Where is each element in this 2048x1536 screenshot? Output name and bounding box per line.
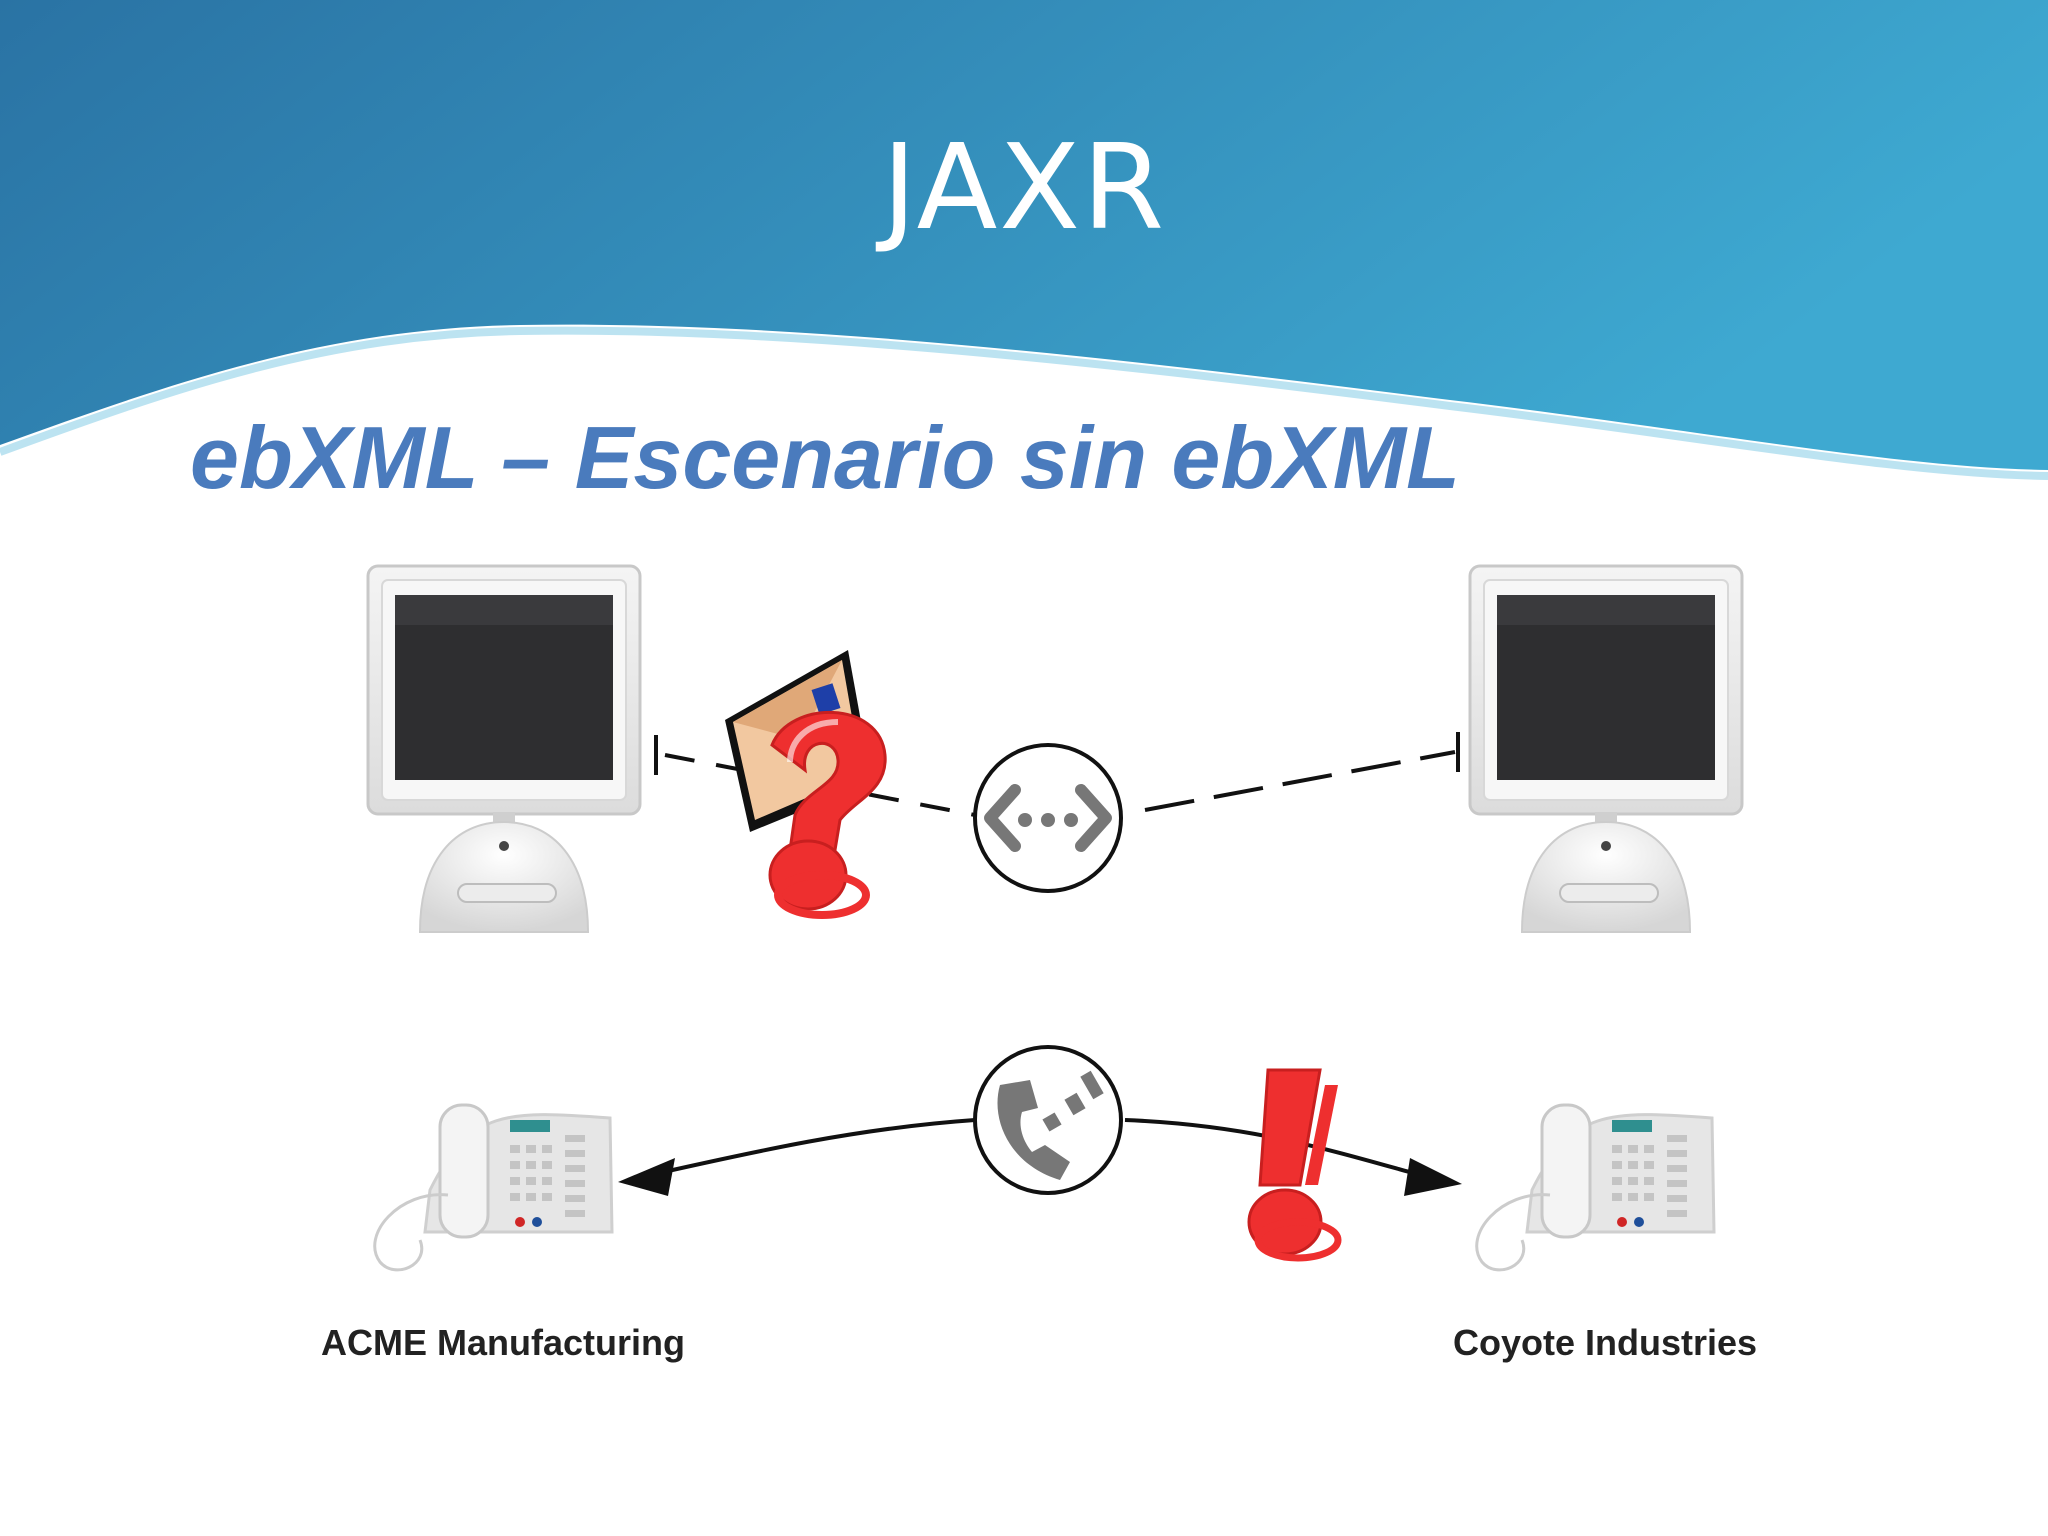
exclamation-mark-icon bbox=[1247, 1068, 1342, 1262]
network-connection-right bbox=[1144, 732, 1460, 812]
arrowhead-right bbox=[1404, 1158, 1462, 1196]
telephone-icon bbox=[373, 1103, 614, 1272]
arrowhead-left bbox=[618, 1158, 675, 1196]
phone-call-icon bbox=[973, 1045, 1123, 1195]
party-label-acme: ACME Manufacturing bbox=[321, 1322, 685, 1363]
party-label-coyote: Coyote Industries bbox=[1452, 1322, 1758, 1363]
computer-icon bbox=[1468, 564, 1744, 933]
telephone-icon bbox=[1475, 1103, 1716, 1272]
network-hub-icon bbox=[973, 743, 1123, 893]
question-mark-envelope-icon bbox=[725, 650, 887, 919]
phone-connection-left bbox=[627, 1118, 976, 1182]
computer-icon bbox=[366, 564, 642, 933]
slide-title: JAXR bbox=[881, 118, 1167, 256]
slide-subtitle: ebXML – Escenario sin ebXML bbox=[190, 408, 1460, 507]
header-banner bbox=[0, 0, 2048, 480]
